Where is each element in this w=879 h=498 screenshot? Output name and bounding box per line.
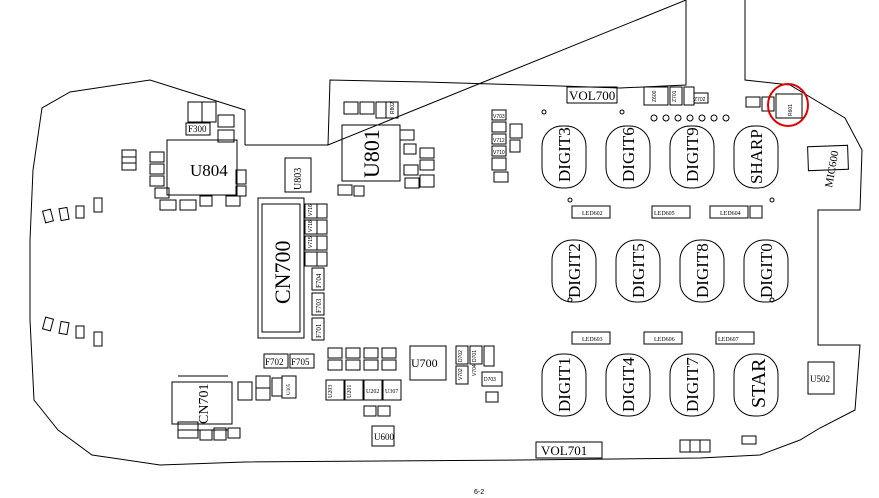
label-u305: U305 [287, 383, 292, 395]
label-led602: LED602 [582, 211, 603, 217]
label-v704: V704 [472, 364, 478, 376]
lower-middle-components [255, 345, 503, 447]
label-u803: U803 [293, 168, 304, 190]
key-digit9: DIGIT9 [683, 127, 702, 182]
label-z600: Z600 [652, 90, 658, 102]
label-u700: U700 [411, 356, 438, 370]
cn700-side-parts [304, 203, 328, 341]
label-u201: U201 [347, 385, 353, 398]
label-d703: D703 [484, 377, 496, 383]
label-led606: LED606 [654, 337, 675, 343]
keypad-left-parts [491, 109, 523, 183]
label-d701: D701 [472, 350, 478, 362]
cn700-connector [257, 197, 305, 339]
label-led604: LED604 [720, 211, 741, 217]
label-u502: U502 [810, 374, 830, 384]
label-cn700: CN700 [270, 240, 295, 304]
label-led607: LED607 [718, 337, 739, 343]
cn701-connector [171, 375, 253, 441]
label-f300: F300 [188, 124, 207, 134]
label-r601: R601 [788, 104, 794, 116]
label-u600: U600 [374, 432, 394, 442]
keypad-buttons [541, 125, 789, 417]
label-led603: LED603 [582, 337, 603, 343]
u801-region [337, 101, 435, 197]
label-u203: U203 [328, 385, 334, 398]
page-number: 6-2 [474, 489, 484, 496]
vol701-area [535, 435, 757, 459]
u803-chip [284, 157, 312, 193]
label-vol701: VOL701 [541, 443, 587, 458]
label-v716: V716 [308, 204, 314, 216]
label-z701: Z701 [672, 90, 678, 102]
mic600 [807, 144, 849, 172]
label-cn701: CN701 [197, 384, 212, 424]
label-v712: V712 [493, 138, 505, 144]
key-digit5: DIGIT5 [629, 243, 648, 298]
key-digit1: DIGIT1 [555, 357, 574, 412]
label-v710: V710 [493, 150, 505, 156]
key-digit0: DIGIT0 [757, 243, 776, 298]
key-digit3: DIGIT3 [555, 127, 574, 182]
label-d702: D702 [458, 350, 464, 362]
u502-chip [807, 361, 835, 395]
key-digit6: DIGIT6 [619, 127, 638, 182]
label-vol700: VOL700 [569, 88, 615, 103]
label-f703: F703 [315, 298, 323, 313]
label-f705: F705 [291, 357, 310, 367]
highlight-circle [767, 83, 809, 127]
label-u804: U804 [190, 161, 228, 180]
key-digit2: DIGIT2 [565, 243, 584, 298]
label-v703: V703 [493, 114, 505, 120]
label-led605: LED605 [654, 211, 675, 217]
label-z702: Z702 [694, 97, 706, 103]
u804-region [149, 101, 247, 211]
label-f702: F702 [265, 357, 284, 367]
label-f701: F701 [315, 323, 323, 338]
key-digit4: DIGIT4 [619, 357, 638, 412]
label-u202: U202 [366, 389, 379, 395]
key-star: STAR [748, 358, 770, 408]
label-v715: V715 [308, 236, 314, 248]
key-sharp: SHARP [747, 129, 766, 184]
label-f704: F704 [315, 273, 323, 288]
label-r802: R802 [390, 102, 396, 114]
label-v702: V702 [458, 368, 464, 380]
key-digit8: DIGIT8 [693, 243, 712, 298]
label-mic600: MIC600 [823, 149, 841, 188]
label-u307: U307 [385, 389, 398, 395]
led-row-1 [571, 205, 763, 219]
key-digit7: DIGIT7 [683, 357, 702, 412]
board-outline [29, 0, 863, 466]
left-side-pads [41, 149, 137, 347]
label-v718: V718 [308, 220, 314, 232]
led-row-2 [571, 331, 755, 345]
vol700-area [541, 86, 803, 303]
label-u801: U801 [359, 129, 384, 178]
